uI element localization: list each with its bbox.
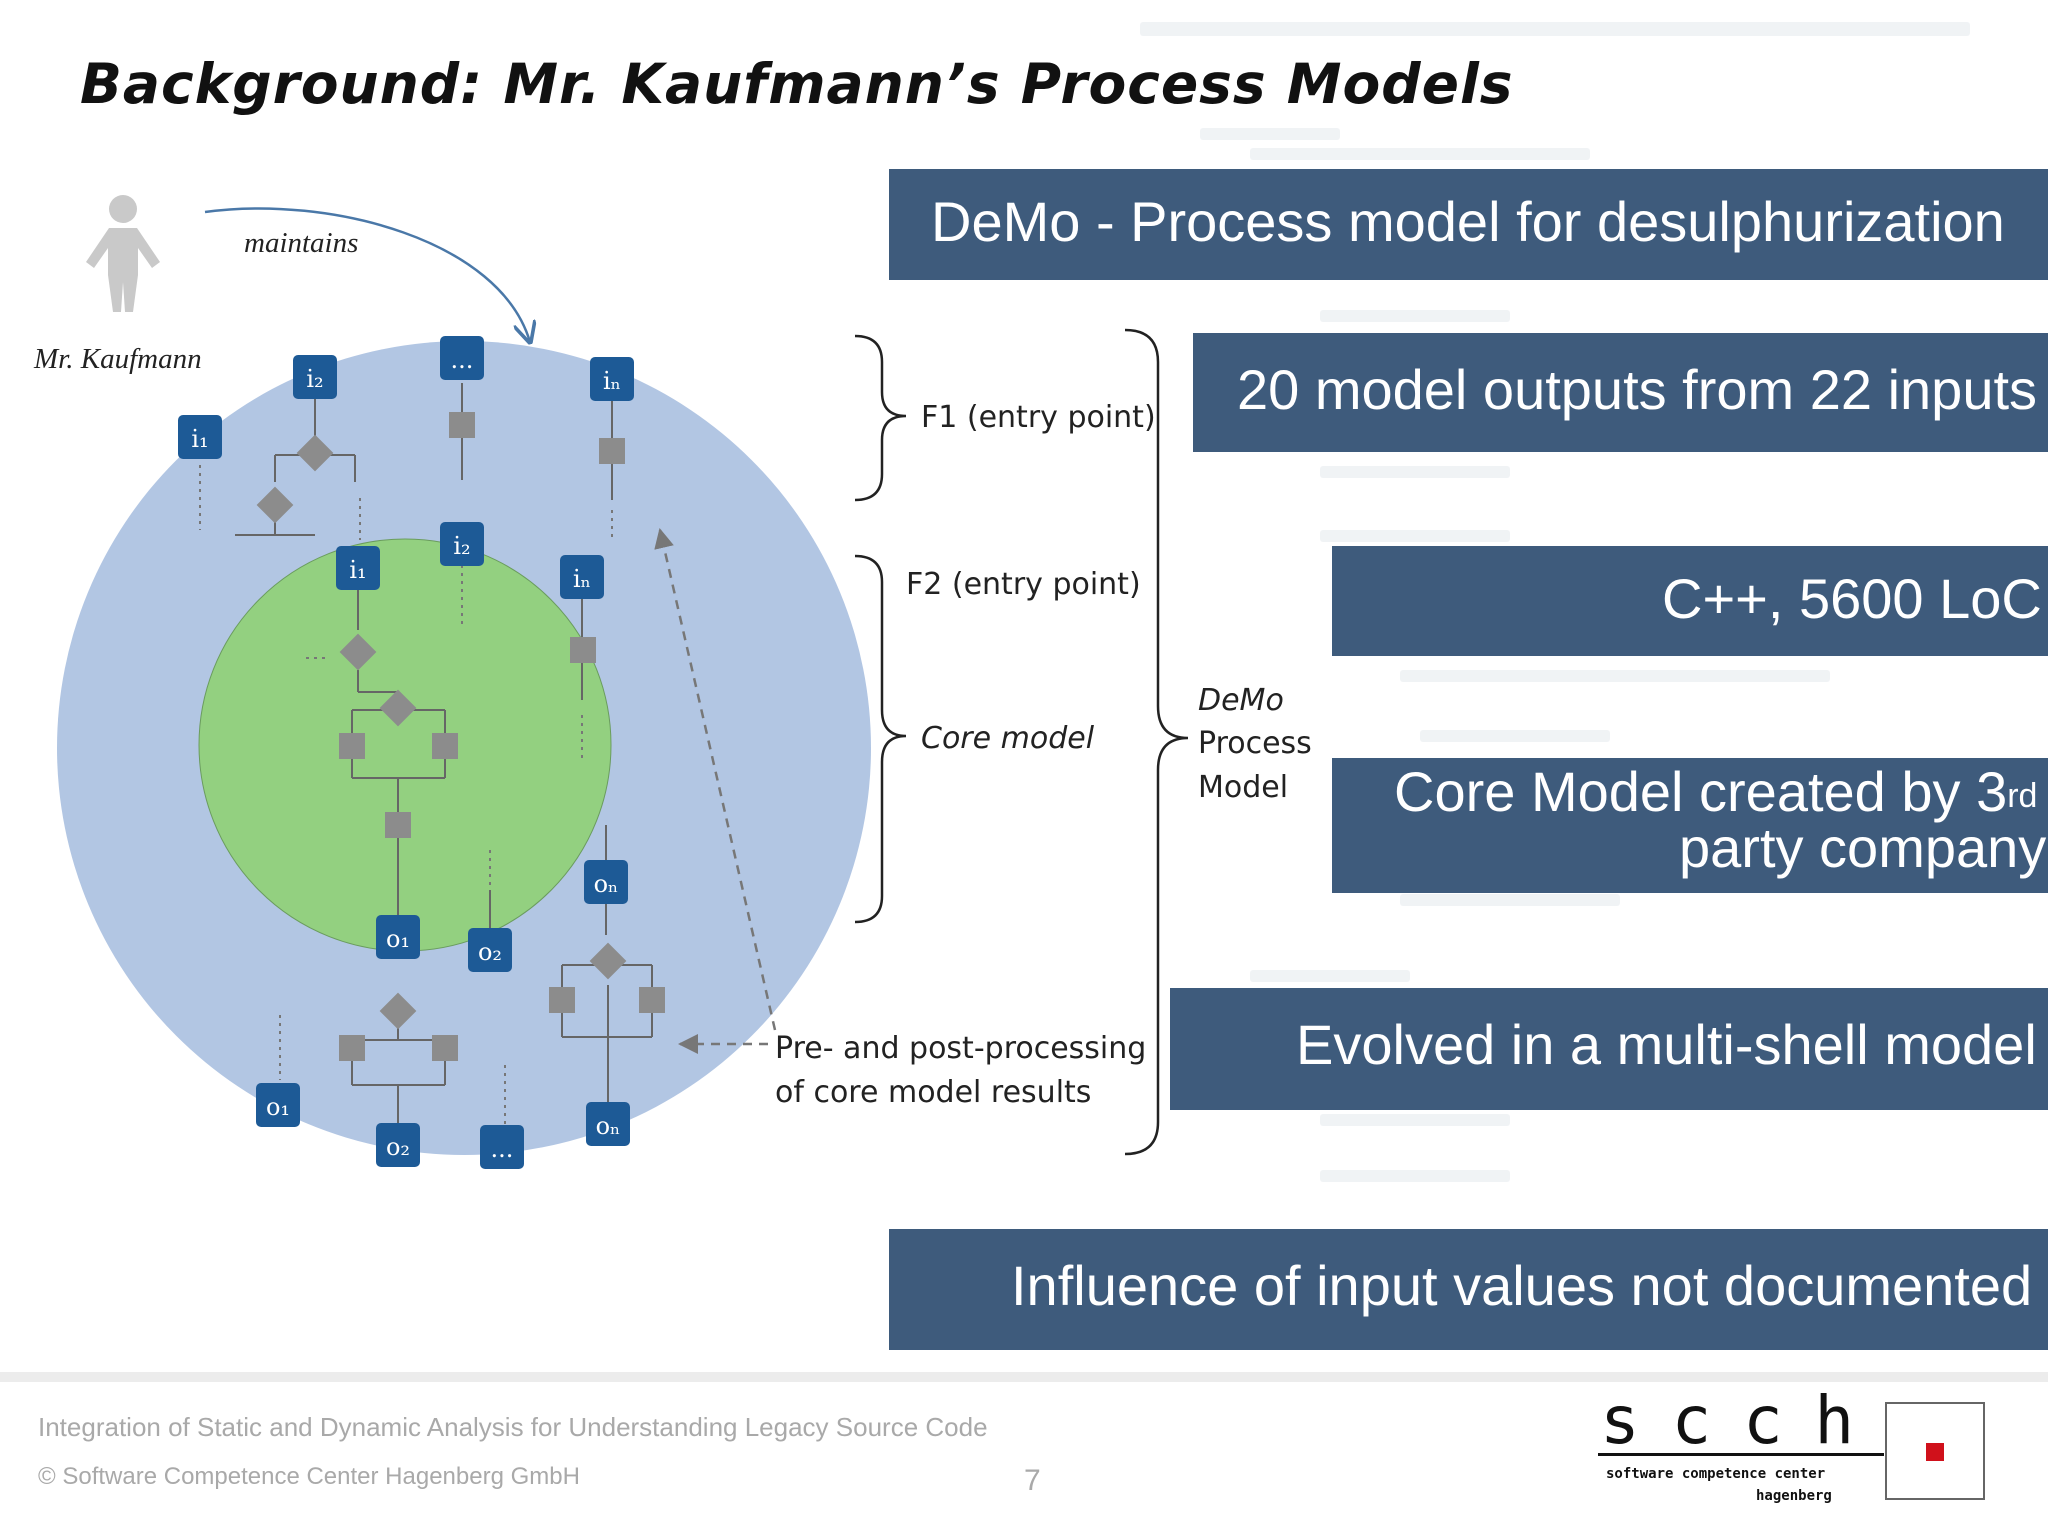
logo-letters: s c c h (1600, 1382, 1854, 1459)
node-core-in: iₙ (560, 555, 604, 599)
core-model-circle (198, 538, 612, 952)
svg-text:o₂: o₂ (478, 938, 502, 966)
footer-title: Integration of Static and Dynamic Analys… (38, 1412, 988, 1442)
nodes: i₁ i₂ ... iₙ i₁ i₂ iₙ oₙ o₁ o₂ o₁ o₂ ...… (178, 336, 634, 1169)
core-model-label: Core model (921, 721, 1095, 756)
process-box (432, 1035, 458, 1061)
svg-text:...: ... (491, 1135, 514, 1163)
process-box (639, 987, 665, 1013)
node-core-on: oₙ (584, 860, 628, 904)
f2-label: F2 (entry point) (906, 567, 1141, 602)
slide-title: Background: Mr. Kaufmann’s Process Model… (80, 52, 1514, 116)
prepost-label-line1: Pre- and post-processing (775, 1031, 1146, 1066)
svg-text:...: ... (451, 346, 474, 374)
bullet-core-model-line1: Core Model created by 3rd (1394, 760, 2038, 823)
process-box (432, 733, 458, 759)
node-outer-in: iₙ (590, 357, 634, 401)
person-label: Mr. Kaufmann (33, 343, 202, 375)
bullet-core-model: Core Model created by 3rd party company (1332, 758, 2048, 893)
process-box (339, 733, 365, 759)
process-boxes (339, 412, 665, 1061)
bullet-evolved: Evolved in a multi-shell model (1170, 988, 2048, 1110)
node-outer-o1: o₁ (256, 1083, 300, 1127)
bullet-loc: C++, 5600 LoC (1332, 546, 2048, 656)
bullet-demo-text: DeMo - Process model for desulphurizatio… (931, 190, 2005, 253)
process-box (549, 987, 575, 1013)
node-outer-dots-bottom: ... (480, 1125, 524, 1169)
demo-brace (1124, 328, 1189, 1156)
process-model-diagram: Mr. Kaufmann maintains (33, 195, 1312, 1169)
node-core-o1: o₁ (376, 915, 420, 959)
demo-label-line3: Model (1198, 770, 1288, 805)
node-core-i1: i₁ (336, 546, 380, 590)
bullet-demo: DeMo - Process model for desulphurizatio… (889, 169, 2048, 280)
decision-diamond (589, 942, 627, 980)
logo-underline (1598, 1453, 1884, 1456)
bullet-loc-text: C++, 5600 LoC (1662, 567, 2042, 630)
logo-sub-line1: software competence center (1606, 1466, 1826, 1482)
svg-text:i₁: i₁ (349, 556, 366, 584)
svg-text:iₙ: iₙ (573, 565, 591, 593)
footer-copyright: © Software Competence Center Hagenberg G… (38, 1463, 580, 1490)
demo-label-line2: Process (1198, 726, 1312, 761)
bullet-evolved-text: Evolved in a multi-shell model (1296, 1013, 2037, 1076)
person-icon (86, 195, 160, 312)
svg-text:i₂: i₂ (453, 532, 470, 560)
bullet-core-model-sup: rd (2007, 777, 2038, 815)
prepost-label-line2: of core model results (775, 1075, 1091, 1110)
logo-red-square (1926, 1443, 1944, 1461)
svg-text:oₙ: oₙ (594, 870, 619, 898)
node-outer-o2: o₂ (376, 1123, 420, 1167)
node-outer-i1: i₁ (178, 415, 222, 459)
dotted-lines (199, 465, 613, 1125)
svg-text:o₁: o₁ (386, 925, 410, 953)
logo-sub-line2: hagenberg (1756, 1488, 1832, 1504)
bullet-influence: Influence of input values not documented (889, 1229, 2048, 1350)
process-box (339, 1035, 365, 1061)
bullet-core-model-line2: party company (1679, 816, 2047, 879)
decision-diamond (296, 434, 334, 472)
svg-text:o₁: o₁ (266, 1093, 290, 1121)
node-core-i2: i₂ (440, 522, 484, 566)
f1-label: F1 (entry point) (921, 400, 1156, 435)
demo-label-line1: DeMo (1198, 683, 1284, 718)
decision-diamonds (256, 434, 627, 1030)
page-number: 7 (1024, 1464, 1041, 1497)
decision-diamond (379, 689, 417, 727)
decision-diamond (256, 486, 294, 524)
node-outer-dots-top: ... (440, 336, 484, 380)
node-outer-i2: i₂ (293, 355, 337, 399)
process-box (385, 812, 411, 838)
f1-brace (854, 334, 907, 502)
svg-text:i₁: i₁ (191, 425, 208, 453)
svg-text:i₂: i₂ (306, 365, 323, 393)
svg-text:o₂: o₂ (386, 1133, 410, 1161)
maintains-arrow (204, 207, 530, 342)
f2-brace (854, 554, 907, 924)
bullet-outputs-text: 20 model outputs from 22 inputs (1237, 358, 2038, 421)
process-box (599, 438, 625, 464)
bullet-outputs: 20 model outputs from 22 inputs (1193, 333, 2048, 452)
decision-diamond (339, 633, 377, 671)
process-box (570, 637, 596, 663)
footer-separator (0, 1372, 2048, 1382)
prepost-arrow-up (654, 528, 777, 1031)
decision-diamond (379, 992, 417, 1030)
node-outer-on: oₙ (586, 1102, 630, 1146)
svg-text:oₙ: oₙ (596, 1112, 621, 1140)
bullet-influence-text: Influence of input values not documented (1011, 1254, 2033, 1317)
logo-box (1885, 1402, 1985, 1500)
process-box (449, 412, 475, 438)
maintains-label: maintains (244, 227, 358, 259)
svg-text:iₙ: iₙ (603, 367, 621, 395)
node-core-o2: o₂ (468, 928, 512, 972)
